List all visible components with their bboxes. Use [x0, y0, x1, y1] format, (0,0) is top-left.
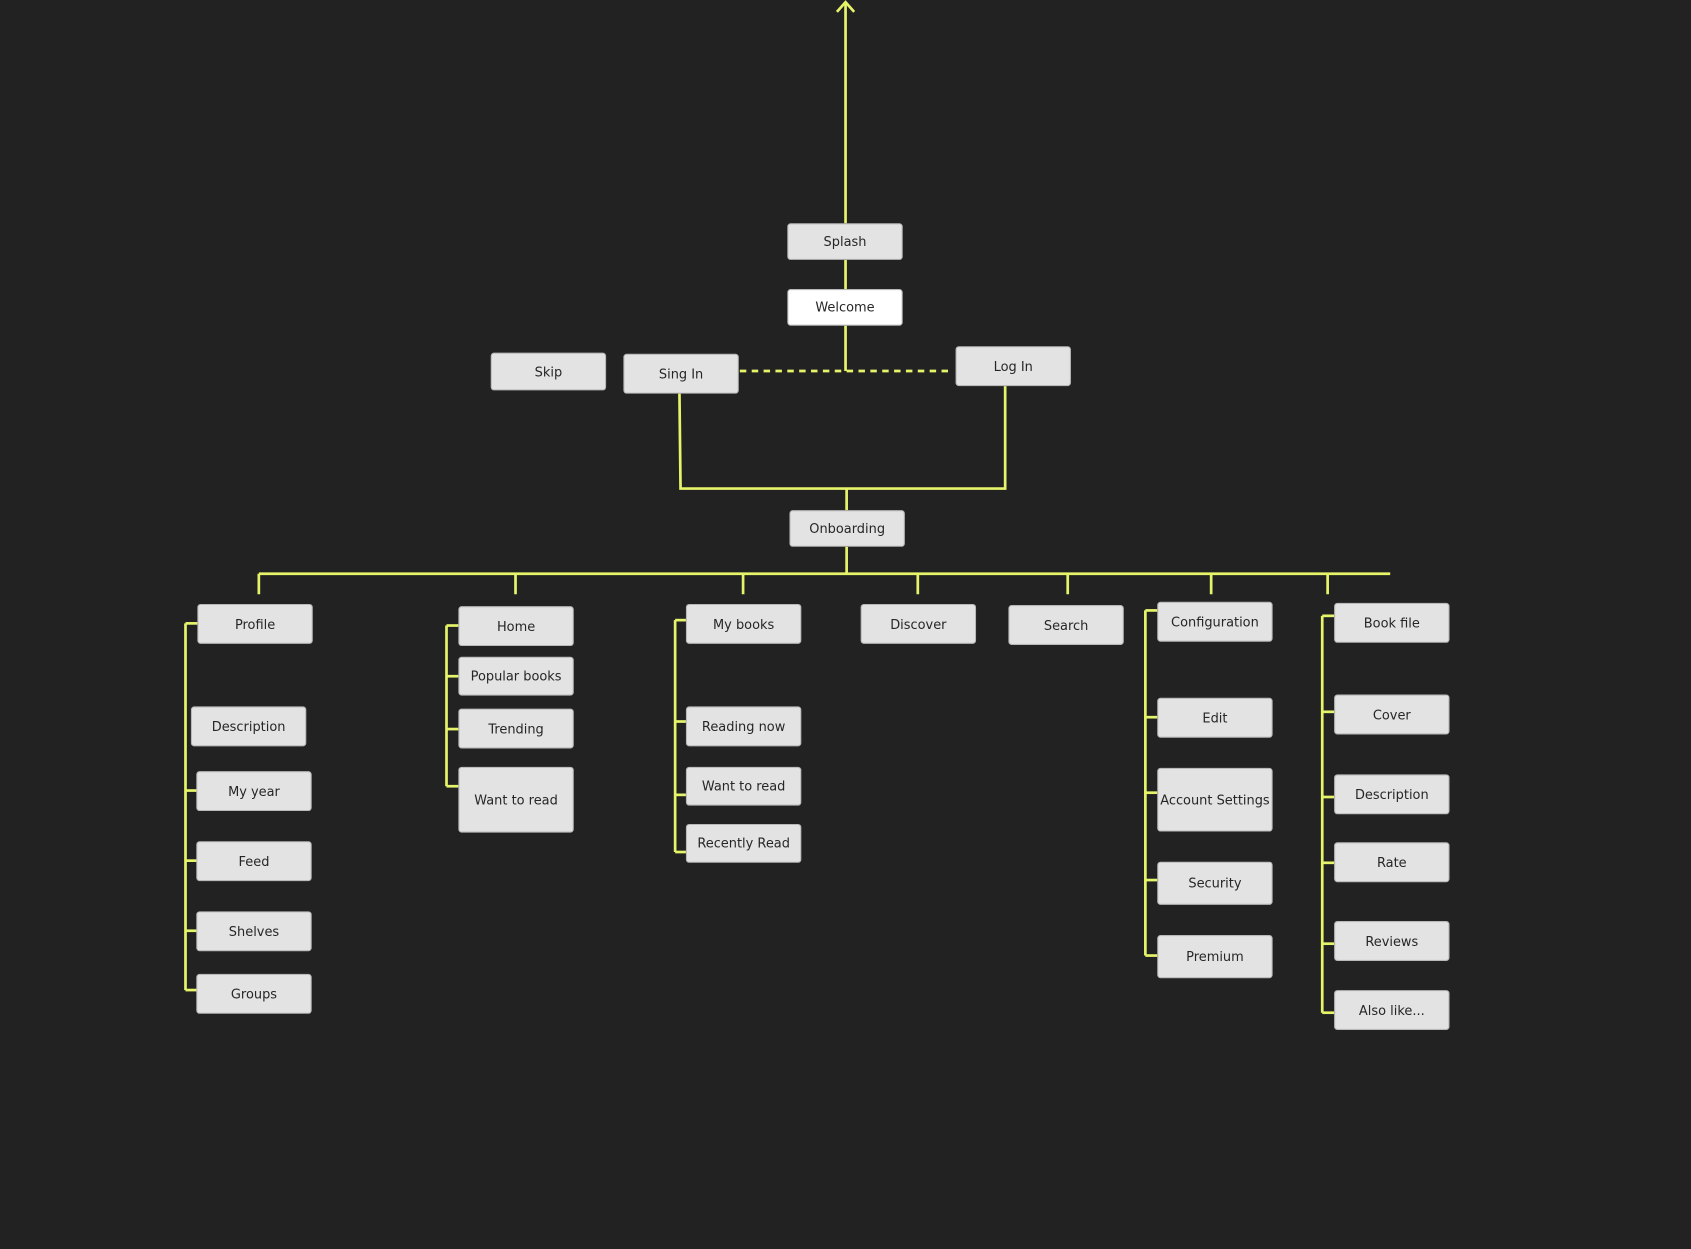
node-home[interactable]: Home: [458, 606, 574, 647]
node-sign-in[interactable]: Sing In: [623, 353, 739, 394]
node-label: Shelves: [228, 923, 280, 939]
node-premium[interactable]: Premium: [1157, 935, 1273, 979]
node-reading-now[interactable]: Reading now: [685, 706, 802, 747]
node-label: Reviews: [1365, 933, 1419, 949]
node-book-file[interactable]: Book file: [1334, 602, 1450, 643]
node-label: Want to read: [474, 792, 558, 808]
node-welcome[interactable]: Welcome: [787, 289, 903, 326]
node-splash[interactable]: Splash: [787, 223, 903, 260]
node-popular-books[interactable]: Popular books: [458, 656, 574, 696]
node-feed[interactable]: Feed: [196, 841, 312, 882]
node-skip[interactable]: Skip: [490, 352, 607, 391]
node-shelves[interactable]: Shelves: [196, 911, 312, 952]
node-label: Also like...: [1358, 1002, 1425, 1018]
node-label: Premium: [1186, 949, 1244, 965]
node-label: Feed: [238, 853, 270, 869]
node-cover[interactable]: Cover: [1334, 694, 1450, 735]
node-label: Edit: [1202, 710, 1228, 726]
node-label: Reading now: [701, 718, 786, 734]
node-trending[interactable]: Trending: [458, 708, 574, 749]
node-label: Account Settings: [1160, 792, 1270, 808]
node-label: Log In: [993, 358, 1033, 374]
node-recently-read[interactable]: Recently Read: [685, 823, 802, 863]
arrowhead-icon: [835, 0, 856, 13]
node-my-books[interactable]: My books: [685, 603, 802, 644]
node-label: Want to read: [701, 778, 786, 794]
node-log-in[interactable]: Log In: [955, 346, 1071, 387]
node-my-year[interactable]: My year: [196, 771, 312, 812]
node-book-description[interactable]: Description: [1334, 774, 1450, 815]
node-home-want-to-read[interactable]: Want to read: [458, 766, 574, 833]
node-label: Skip: [534, 363, 563, 380]
node-label: Description: [1354, 786, 1429, 802]
node-label: Trending: [488, 720, 544, 737]
node-onboarding[interactable]: Onboarding: [789, 510, 905, 547]
node-label: Splash: [823, 234, 867, 250]
node-label: Profile: [234, 616, 276, 632]
node-discover[interactable]: Discover: [860, 603, 977, 644]
connector-auth-merge: [678, 386, 1007, 490]
node-rate[interactable]: Rate: [1334, 842, 1450, 883]
node-label: Description: [211, 718, 286, 734]
node-edit[interactable]: Edit: [1157, 697, 1273, 738]
node-search[interactable]: Search: [1008, 605, 1124, 645]
node-also-like[interactable]: Also like...: [1334, 990, 1450, 1030]
node-label: Onboarding: [809, 520, 886, 537]
node-label: Book file: [1363, 615, 1420, 631]
node-label: Welcome: [815, 299, 875, 315]
node-label: Groups: [230, 986, 278, 1002]
node-label: Home: [496, 618, 536, 634]
node-label: Discover: [890, 616, 947, 632]
node-label: Recently Read: [697, 835, 790, 851]
node-label: Cover: [1372, 706, 1411, 723]
node-profile-description[interactable]: Description: [190, 706, 307, 747]
node-reviews[interactable]: Reviews: [1334, 921, 1450, 961]
node-security[interactable]: Security: [1157, 861, 1273, 905]
node-label: Popular books: [470, 668, 562, 684]
node-account-settings[interactable]: Account Settings: [1157, 767, 1273, 832]
node-label: Search: [1043, 617, 1089, 633]
node-label: My year: [228, 783, 280, 799]
node-label: Rate: [1376, 854, 1407, 870]
node-label: Configuration: [1171, 614, 1259, 630]
node-configuration[interactable]: Configuration: [1157, 601, 1273, 642]
node-mybooks-want-to-read[interactable]: Want to read: [685, 766, 802, 806]
node-label: Sing In: [658, 366, 704, 382]
node-profile[interactable]: Profile: [197, 603, 313, 644]
node-label: My books: [713, 616, 775, 632]
node-groups[interactable]: Groups: [196, 973, 312, 1014]
node-label: Security: [1188, 875, 1242, 891]
